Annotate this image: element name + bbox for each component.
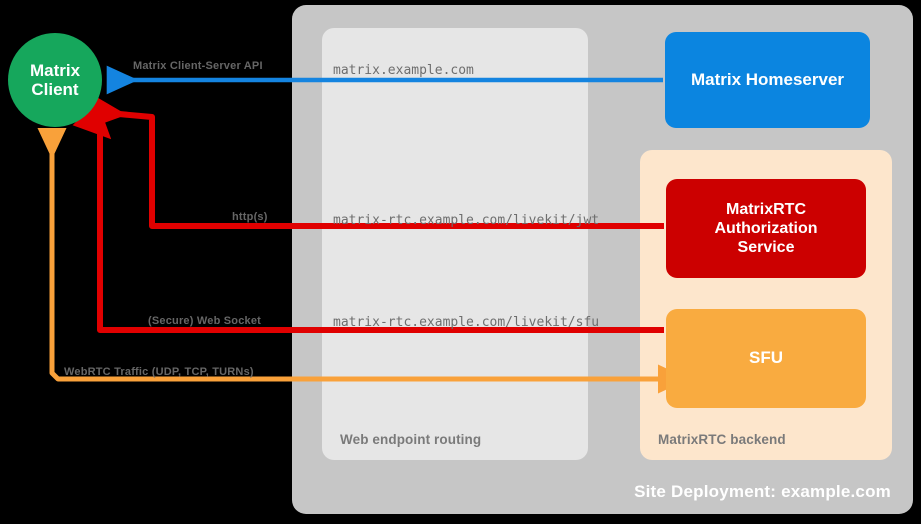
matrixrtc-auth-text: MatrixRTC Authorization Service [714, 200, 817, 258]
matrix-homeserver-label: Matrix Homeserver [690, 69, 845, 89]
node-sfu[interactable]: SFU [666, 309, 866, 408]
node-matrixrtc-authorization-service[interactable]: MatrixRTC Authorization Service [666, 179, 866, 278]
protocol-label-https: http(s) [232, 211, 268, 223]
endpoint-label-matrix: matrix.example.com [333, 63, 474, 78]
node-matrix-client[interactable]: Matrix Client [8, 33, 102, 127]
endpoint-label-livekit-jwt: matrix-rtc.example.com/livekit/jwt [333, 213, 600, 228]
matrix-client-label-line1: Matrix [29, 60, 81, 80]
matrixrtc-auth-label-line2: Authorization [714, 219, 818, 237]
matrixrtc-auth-label-line1: MatrixRTC [725, 200, 806, 218]
matrixrtc-backend-label: MatrixRTC backend [658, 432, 786, 447]
site-deployment-label: Site Deployment: example.com [634, 482, 891, 501]
sfu-label: SFU [749, 348, 783, 368]
node-matrix-homeserver[interactable]: Matrix Homeserver [665, 32, 870, 128]
protocol-label-webrtc: WebRTC Traffic (UDP, TCP, TURNs) [64, 366, 254, 378]
web-endpoint-routing-label: Web endpoint routing [340, 432, 482, 447]
protocol-label-websocket: (Secure) Web Socket [148, 315, 262, 327]
arrow-https-jwt [88, 94, 664, 229]
protocol-label-client-server-api: Matrix Client-Server API [133, 60, 263, 72]
matrix-client-text: Matrix Client [30, 61, 80, 99]
endpoint-label-livekit-sfu: matrix-rtc.example.com/livekit/sfu [333, 315, 600, 330]
matrixrtc-auth-label-line3: Service [737, 239, 795, 257]
matrix-client-label-line2: Client [31, 80, 79, 99]
arrow-webrtc-traffic [37, 128, 689, 394]
